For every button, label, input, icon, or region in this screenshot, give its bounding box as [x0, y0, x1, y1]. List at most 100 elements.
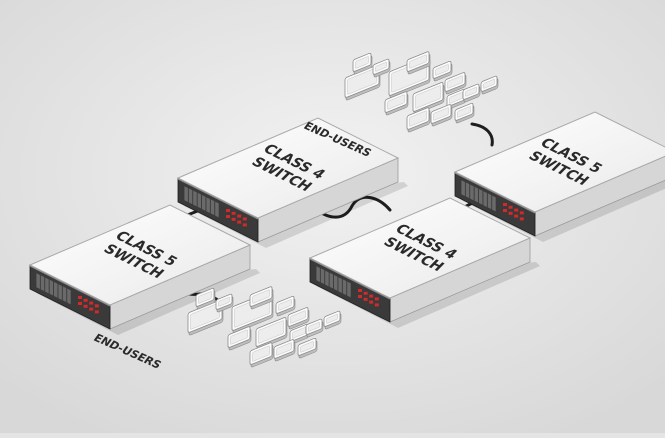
status-led-icon	[363, 297, 368, 301]
drive-bay-icon	[188, 188, 193, 205]
status-led-icon	[94, 304, 99, 308]
drive-bay-icon	[215, 201, 219, 218]
phone-icon	[430, 104, 453, 127]
phone-icon	[297, 337, 318, 359]
drive-bay-icon	[479, 188, 483, 205]
status-led-icon	[242, 223, 247, 227]
status-led-icon	[358, 295, 362, 298]
drive-bay-icon	[461, 180, 465, 196]
server-top-panel	[176, 117, 400, 219]
status-led-icon	[519, 217, 524, 221]
laptop-icon	[412, 82, 445, 115]
cable-class5-right-to-top-users	[470, 122, 494, 147]
drive-bay-icon	[342, 279, 347, 296]
status-led-icon	[226, 209, 230, 212]
drive-bay-icon	[197, 192, 202, 209]
drive-bay-icon	[487, 193, 492, 210]
drive-bay-icon	[474, 186, 479, 203]
status-led-icon	[514, 214, 519, 218]
status-led-icon	[358, 289, 362, 292]
phone-icon	[384, 91, 409, 116]
phone-icon	[432, 60, 453, 82]
drive-bay-icon	[54, 282, 58, 298]
status-led-icon	[237, 220, 242, 224]
phone-icon	[454, 102, 475, 124]
drive-bay-icon	[206, 197, 210, 213]
status-led-icon	[237, 214, 242, 218]
drive-bay-icon	[36, 273, 40, 289]
status-led-icon	[78, 302, 82, 305]
front-edge	[29, 265, 111, 307]
status-led-icon	[89, 301, 94, 305]
drive-bay-icon	[49, 279, 54, 296]
drive-bay-icon	[193, 190, 197, 207]
phone-icon	[227, 326, 252, 351]
status-led-icon	[369, 294, 374, 298]
front-edge	[309, 258, 391, 300]
status-led-icon	[519, 211, 524, 215]
status-led-icon	[226, 215, 230, 218]
phone-icon	[372, 58, 391, 78]
drive-bay-icon	[40, 275, 45, 292]
status-led-icon	[242, 217, 247, 221]
cable-class4-top-to-class4-mid	[308, 195, 392, 219]
drive-bay-icon	[325, 270, 329, 287]
phone-icon	[406, 51, 431, 75]
phone-icon	[275, 295, 296, 317]
drive-bay-icon	[483, 191, 487, 207]
status-led-icon	[231, 211, 236, 215]
status-led-icon	[89, 307, 94, 311]
status-led-icon	[231, 217, 236, 221]
status-led-icon	[514, 208, 519, 212]
status-led-icon	[508, 211, 513, 215]
drive-bay-icon	[184, 186, 188, 202]
drive-bay-icon	[338, 277, 342, 293]
status-led-icon	[503, 203, 507, 206]
drive-bay-icon	[58, 284, 62, 300]
drive-bay-icon	[465, 182, 470, 199]
phone-icon	[287, 307, 310, 330]
status-led-icon	[369, 300, 374, 304]
phone-icon	[323, 310, 342, 330]
front-edge	[454, 172, 536, 214]
laptop-icon	[187, 299, 224, 336]
status-led-icon	[374, 303, 379, 307]
drive-bay-icon	[45, 277, 49, 294]
laptop-icon	[255, 317, 288, 350]
status-led-icon	[363, 291, 368, 295]
phone-icon	[480, 75, 499, 95]
drive-bay-icon	[347, 281, 351, 298]
drive-bay-icon	[329, 272, 334, 289]
drive-bay-icon	[320, 268, 325, 285]
phone-icon	[249, 342, 274, 368]
server-top-panel	[453, 111, 665, 213]
phone-icon	[195, 287, 216, 310]
status-led-icon	[83, 304, 88, 308]
status-led-icon	[374, 297, 379, 301]
drive-bay-icon	[202, 195, 206, 211]
drive-bay-icon	[210, 199, 215, 216]
phone-icon	[273, 339, 296, 362]
drive-bay-icon	[470, 184, 474, 201]
status-led-icon	[78, 296, 82, 299]
status-led-icon	[508, 205, 513, 209]
phone-icon	[352, 52, 373, 75]
phone-icon	[289, 323, 310, 345]
drive-bay-icon	[492, 195, 496, 212]
drive-bay-icon	[334, 275, 338, 291]
phone-icon	[406, 107, 431, 133]
status-led-icon	[94, 310, 99, 314]
phone-icon	[215, 293, 234, 313]
drive-bay-icon	[62, 286, 67, 303]
phone-icon	[462, 83, 481, 103]
server-top-panel	[28, 204, 252, 306]
status-led-icon	[503, 209, 507, 212]
server-top-panel	[308, 197, 532, 299]
